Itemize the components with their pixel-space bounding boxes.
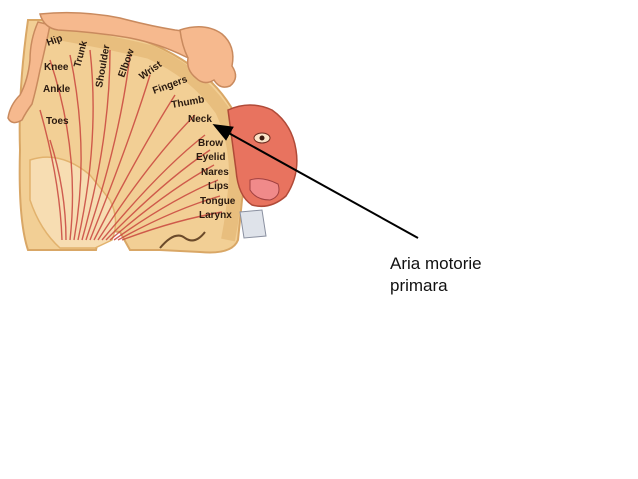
label-nares: Nares [201, 167, 229, 178]
label-brow: Brow [198, 138, 223, 149]
homunculus-leg [7, 21, 51, 124]
sulcus-line [159, 231, 206, 249]
label-hip: Hip [45, 33, 64, 49]
callout-caption: Aria motorie primara [390, 253, 482, 297]
callout-arrow [212, 124, 419, 239]
motor-fibers [39, 49, 223, 241]
label-larynx: Larynx [199, 210, 232, 221]
label-eyelid: Eyelid [196, 152, 225, 163]
label-knee: Knee [44, 62, 69, 73]
homunculus-hand [179, 26, 237, 88]
label-neck: Neck [188, 114, 212, 125]
label-tongue: Tongue [200, 196, 236, 207]
homunculus-pupil [259, 135, 265, 141]
caption-line-2: primara [390, 276, 448, 295]
homunculus-face [227, 104, 298, 208]
homunculus-tongue [249, 178, 280, 201]
caption-line-1: Aria motorie [390, 254, 482, 273]
homunculus-larynx [239, 209, 267, 239]
label-lips: Lips [208, 181, 229, 192]
label-ankle: Ankle [43, 84, 71, 95]
cortex-band [38, 23, 244, 242]
label-toes: Toes [46, 116, 69, 127]
